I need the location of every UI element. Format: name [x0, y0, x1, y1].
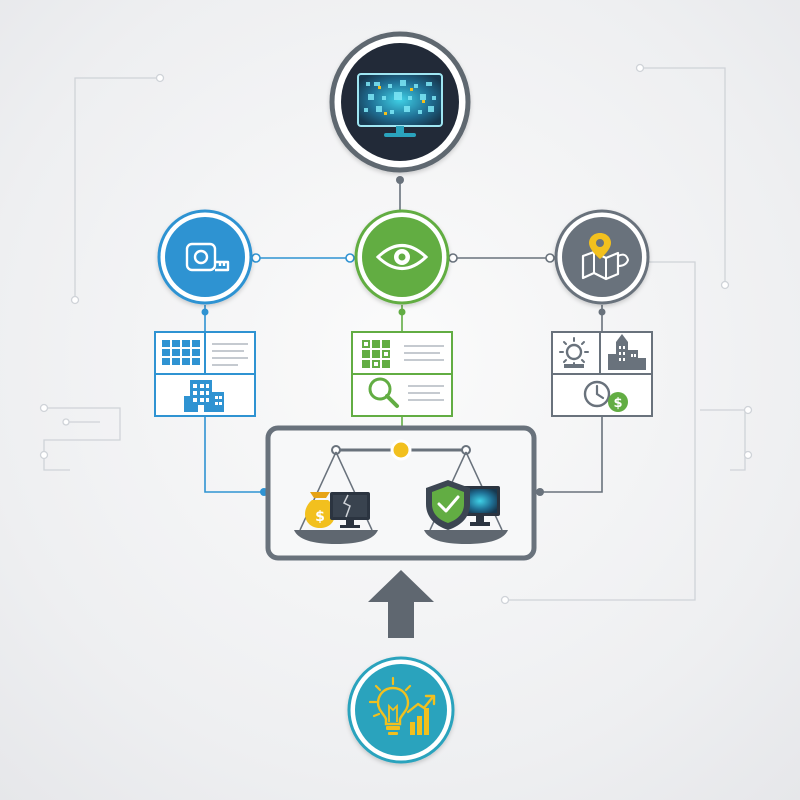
connector-dot — [545, 253, 555, 263]
connector-dot — [598, 308, 606, 316]
map-pin-icon — [581, 233, 630, 281]
trace-dot — [62, 418, 70, 426]
connectors — [204, 178, 603, 493]
idea-node-fill — [355, 664, 447, 756]
grid-windows-icon — [162, 340, 200, 365]
connector-dot — [448, 253, 458, 263]
sun-city-panel: $ — [551, 331, 653, 417]
trace-dot — [39, 450, 49, 460]
office-building-icon — [184, 380, 224, 412]
city-tower-icon — [608, 334, 646, 370]
clock-dollar-icon: $ — [583, 380, 628, 412]
sun-icon — [559, 337, 589, 368]
trace-dot — [70, 295, 80, 305]
broken-monitor-icon — [330, 492, 370, 528]
text-lines — [212, 343, 248, 366]
connector-dot — [201, 308, 209, 316]
text-lines — [404, 345, 444, 401]
trace-right-long — [505, 261, 696, 601]
tape-measure-icon — [185, 242, 230, 272]
balance-frame — [265, 425, 537, 561]
trace-dot — [500, 595, 510, 605]
measure-node-fill — [165, 217, 245, 297]
search-panel — [351, 331, 453, 417]
data-monitor-icon — [357, 73, 443, 137]
trace-left-top — [74, 77, 160, 300]
measure-node — [157, 209, 253, 305]
bag-dollar-symbol: $ — [315, 509, 325, 525]
connector-dot — [345, 253, 355, 263]
up-arrow-icon — [368, 570, 434, 638]
trace-dot — [155, 73, 165, 83]
trace-dot — [720, 280, 730, 290]
right-pan — [424, 530, 508, 544]
dollar-symbol: $ — [613, 396, 622, 411]
eye-icon — [375, 244, 429, 270]
trace-right-mid — [700, 409, 746, 471]
left-pan — [294, 530, 378, 544]
balance-scale: $ — [294, 439, 508, 544]
building-panel — [154, 331, 256, 417]
pivot-dot — [390, 439, 412, 461]
grid-tiles-icon — [362, 340, 390, 368]
trace-dot — [39, 403, 49, 413]
connector-dot — [398, 308, 406, 316]
connector-dot — [396, 176, 404, 184]
trace-dot — [635, 63, 645, 73]
shield-check-icon — [426, 480, 470, 530]
connector-dots — [201, 176, 606, 496]
connector-left-panel-to-balance — [204, 416, 267, 493]
trace-dot — [743, 405, 753, 415]
idea-node — [347, 656, 455, 764]
magnifier-icon — [368, 377, 399, 408]
trace-left-mid — [43, 407, 121, 471]
lightbulb-growth-icon — [368, 676, 436, 735]
trace-right-top — [640, 67, 726, 285]
trace-dot — [743, 450, 753, 460]
money-bag-icon: $ — [305, 492, 335, 528]
connector-right-panel-to-balance — [535, 416, 603, 493]
connector-dot — [251, 253, 261, 263]
connector-dot — [536, 488, 544, 496]
circuit-traces — [39, 63, 753, 605]
